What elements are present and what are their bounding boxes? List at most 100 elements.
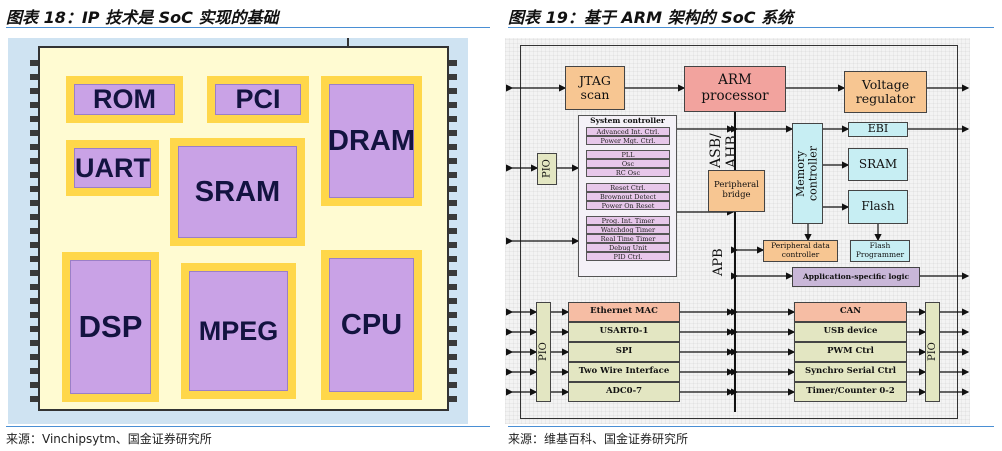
soc-chip-illustration: ROM PCI DRAM UART SRAM DSP MPEG CPU xyxy=(8,38,468,424)
right-peripheral-block: Timer/Counter 0-2 xyxy=(794,382,907,402)
chip-pin xyxy=(447,74,457,80)
right-peripheral-block: Synchro Serial Ctrl xyxy=(794,362,907,382)
peripheral-data-controller-block: Peripheral data controller xyxy=(763,240,838,262)
chip-pin xyxy=(30,256,40,262)
ip-block-label: ROM xyxy=(74,84,175,115)
chip-pin xyxy=(30,60,40,66)
ebi-block: EBI xyxy=(848,122,908,137)
chip-pin xyxy=(447,242,457,248)
ip-block-label: PCI xyxy=(215,84,301,115)
chip-pin xyxy=(447,270,457,276)
chip-pin xyxy=(30,200,40,206)
chip-pin xyxy=(30,214,40,220)
left-title-rule xyxy=(6,27,490,28)
chip-pin xyxy=(447,326,457,332)
system-controller-item: Power On Reset xyxy=(586,201,670,210)
chip-pin xyxy=(30,382,40,388)
left-peripheral-block: SPI xyxy=(568,342,680,362)
asb-ahb-label: ASB/ AHB xyxy=(708,133,740,168)
chip-pin xyxy=(447,60,457,66)
right-figure-title: 图表 19：基于 ARM 架构的 SoC 系统 xyxy=(508,8,794,27)
soc-board-outline xyxy=(520,45,958,419)
system-controller-item: PLL xyxy=(586,150,670,159)
chip-pin xyxy=(447,368,457,374)
flash-block: Flash xyxy=(848,190,908,224)
ip-block-dram: DRAM xyxy=(321,76,422,206)
right-title-rule xyxy=(508,27,994,28)
system-controller-item: Advanced Int. Ctrl. xyxy=(586,127,670,136)
chip-notch xyxy=(347,38,349,48)
voltage-regulator-block: Voltage regulator xyxy=(844,71,927,113)
left-peripheral-block: ADC0-7 xyxy=(568,382,680,402)
jtag-scan-block: JTAG scan xyxy=(565,66,625,110)
ip-block-cpu: CPU xyxy=(321,250,422,400)
system-controller-item: Osc xyxy=(586,159,670,168)
pio-left-block: PIO xyxy=(537,153,557,185)
chip-pin xyxy=(447,284,457,290)
ip-block-label: CPU xyxy=(329,258,414,392)
chip-pin xyxy=(30,396,40,402)
chip-pin xyxy=(447,214,457,220)
chip-pin xyxy=(30,368,40,374)
chip-pin xyxy=(447,228,457,234)
chip-pin xyxy=(30,326,40,332)
ip-block-dsp: DSP xyxy=(62,252,159,402)
chip-pin xyxy=(447,312,457,318)
chip-pin xyxy=(30,242,40,248)
chip-pin xyxy=(447,382,457,388)
left-peripheral-block: Ethernet MAC xyxy=(568,302,680,322)
system-controller-item: Real Time Timer xyxy=(586,234,670,243)
chip-pin xyxy=(447,396,457,402)
ip-block-label: MPEG xyxy=(189,271,288,391)
ip-block-label: UART xyxy=(74,148,151,188)
peripheral-bridge-block: Peripheral bridge xyxy=(708,170,765,212)
apb-label: APB xyxy=(711,248,726,276)
chip-pin xyxy=(447,172,457,178)
system-controller-item: Brownout Detect xyxy=(586,192,670,201)
chip-pin xyxy=(30,186,40,192)
system-controller-item: Watchdog Timer xyxy=(586,225,670,234)
system-controller-title: System controller xyxy=(590,116,665,125)
system-controller-item: Prog. Int. Timer xyxy=(586,216,670,225)
ip-block-uart: UART xyxy=(66,140,159,196)
left-source-rule xyxy=(6,426,490,427)
chip-pin xyxy=(30,270,40,276)
chip-pin xyxy=(30,74,40,80)
system-controller-item: Debug Unit xyxy=(586,243,670,252)
left-figure-title: 图表 18：IP 技术是 SoC 实现的基础 xyxy=(6,8,279,27)
ip-block-mpeg: MPEG xyxy=(181,263,296,399)
chip-pin xyxy=(30,144,40,150)
system-controller-item: Power Mgt. Ctrl. xyxy=(586,136,670,145)
system-controller-item: PID Ctrl. xyxy=(586,252,670,261)
ip-block-sram: SRAM xyxy=(170,138,305,246)
pio-bottom-left-block: PIO xyxy=(536,302,551,402)
ip-block-pci: PCI xyxy=(207,76,309,123)
chip-pin xyxy=(30,312,40,318)
system-controller-item: RC Osc xyxy=(586,168,670,177)
chip-pin xyxy=(447,354,457,360)
chip-pin xyxy=(447,200,457,206)
chip-pin xyxy=(447,144,457,150)
chip-pin xyxy=(30,228,40,234)
chip-pin xyxy=(447,102,457,108)
ip-block-rom: ROM xyxy=(66,76,183,123)
chip-pin xyxy=(447,130,457,136)
flash-programmer-block: Flash Programmer xyxy=(850,240,910,262)
ip-block-label: SRAM xyxy=(178,146,297,238)
left-source: 来源：Vinchipsytm、国金证券研究所 xyxy=(6,432,212,446)
right-peripheral-block: CAN xyxy=(794,302,907,322)
chip-pin xyxy=(30,102,40,108)
left-peripheral-block: Two Wire Interface xyxy=(568,362,680,382)
chip-pin xyxy=(30,284,40,290)
chip-pin xyxy=(30,354,40,360)
chip-pin xyxy=(447,186,457,192)
system-controller-item: Reset Ctrl. xyxy=(586,183,670,192)
chip-pin xyxy=(447,116,457,122)
right-source-rule xyxy=(508,426,994,427)
right-peripheral-block: PWM Ctrl xyxy=(794,342,907,362)
chip-pin xyxy=(447,158,457,164)
chip-pin xyxy=(30,88,40,94)
application-specific-logic-block: Application-specific logic xyxy=(792,267,920,287)
chip-pin xyxy=(447,256,457,262)
